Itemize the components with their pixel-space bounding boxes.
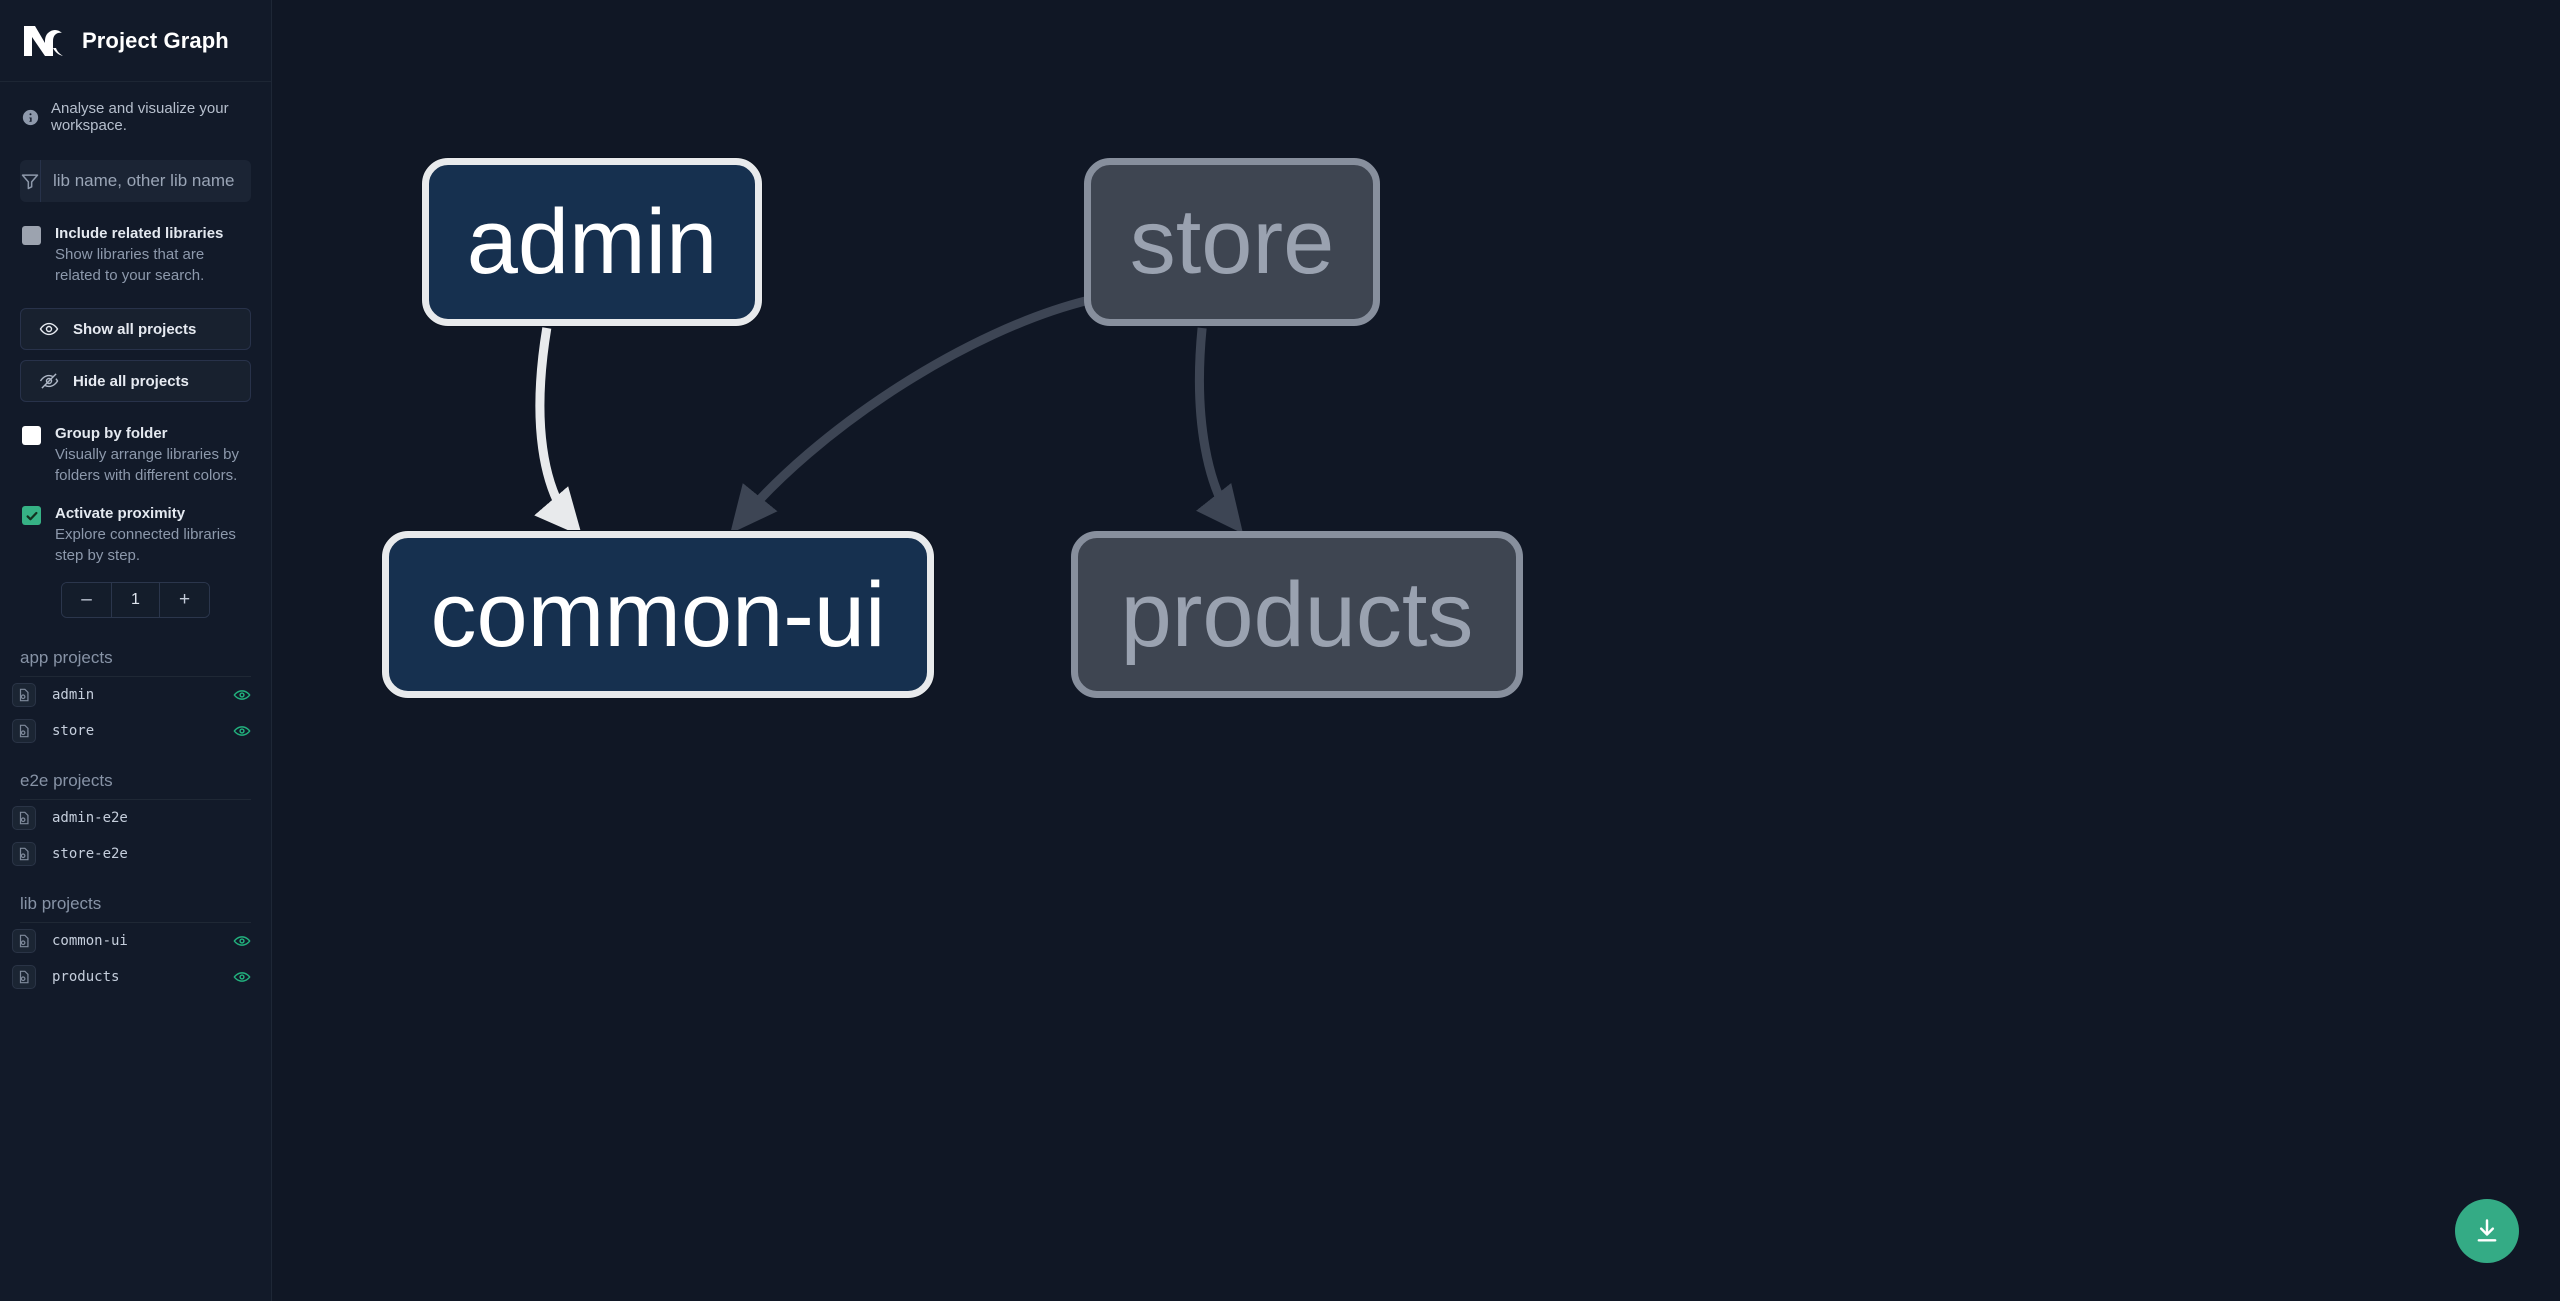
proximity-decrement-button[interactable]: – — [62, 583, 111, 617]
option-description: Visually arrange libraries by folders wi… — [55, 446, 239, 484]
option-group-by-folder[interactable]: Group by folder Visually arrange librari… — [0, 402, 271, 486]
project-visibility-eye-icon[interactable] — [233, 686, 251, 704]
graph-node-products[interactable]: products — [1071, 531, 1523, 698]
project-name: admin-e2e — [52, 810, 128, 826]
group-by-folder-checkbox[interactable] — [22, 426, 41, 445]
button-label: Show all projects — [73, 320, 197, 338]
project-row-common-ui[interactable]: common-ui — [0, 923, 271, 959]
proximity-increment-button[interactable]: + — [160, 583, 209, 617]
project-visibility-eye-icon[interactable] — [233, 932, 251, 950]
nx-logo-icon — [22, 22, 68, 60]
hide-all-projects-button[interactable]: Hide all projects — [20, 360, 251, 402]
option-label: Group by folder — [55, 425, 168, 442]
group-divider — [20, 676, 251, 677]
sidebar: Project Graph Analyse and visualize your… — [0, 0, 272, 1301]
graph-node-admin[interactable]: admin — [422, 158, 762, 326]
graph-node-label: store — [1129, 191, 1335, 293]
edge-store-to-common-ui — [730, 295, 1091, 534]
tagline: Analyse and visualize your workspace. — [0, 82, 271, 148]
project-file-icon — [12, 965, 36, 989]
graph-node-label: products — [1120, 563, 1474, 666]
project-name: admin — [52, 687, 95, 703]
project-name: store-e2e — [52, 846, 128, 862]
edge-store-to-products — [1194, 327, 1244, 534]
activate-proximity-checkbox[interactable] — [22, 506, 41, 525]
show-all-projects-button[interactable]: Show all projects — [20, 308, 251, 350]
option-description: Show libraries that are related to your … — [55, 246, 205, 284]
project-group-app-projects: app projects admin store — [0, 648, 271, 749]
project-name: store — [52, 723, 95, 739]
download-icon — [2477, 1219, 2497, 1242]
project-name: common-ui — [52, 933, 128, 949]
project-file-icon — [12, 842, 36, 866]
project-row-admin-e2e[interactable]: admin-e2e — [0, 800, 271, 836]
visibility-buttons: Show all projects Hide all projects — [0, 286, 271, 402]
eye-icon — [39, 319, 59, 339]
project-group-e2e-projects: e2e projects admin-e2e store-e2e — [0, 771, 271, 872]
eye-off-icon — [39, 371, 59, 391]
group-title: e2e projects — [20, 771, 113, 790]
project-row-admin[interactable]: admin — [0, 677, 271, 713]
project-group-lib-projects: lib projects common-ui products — [0, 894, 271, 995]
graph-edges — [534, 295, 1244, 537]
project-file-icon — [12, 683, 36, 707]
option-description: Explore connected libraries step by step… — [55, 526, 236, 564]
filter-icon — [20, 160, 41, 202]
group-title: lib projects — [20, 894, 102, 913]
search-field[interactable] — [20, 160, 251, 202]
include-related-libraries-checkbox[interactable] — [22, 226, 41, 245]
sidebar-header: Project Graph — [0, 0, 271, 82]
graph-node-label: admin — [466, 191, 718, 293]
project-row-store-e2e[interactable]: store-e2e — [0, 836, 271, 872]
project-file-icon — [12, 806, 36, 830]
project-row-products[interactable]: products — [0, 959, 271, 995]
project-row-store[interactable]: store — [0, 713, 271, 749]
search-input[interactable] — [41, 160, 251, 202]
option-activate-proximity[interactable]: Activate proximity Explore connected lib… — [0, 486, 271, 566]
button-label: Hide all projects — [73, 372, 189, 390]
graph-node-store[interactable]: store — [1084, 158, 1380, 326]
option-include-related-libraries[interactable]: Include related libraries Show libraries… — [0, 202, 271, 286]
edge-admin-to-common-ui — [534, 327, 583, 537]
project-name: products — [52, 969, 120, 985]
project-file-icon — [12, 719, 36, 743]
option-label: Include related libraries — [55, 225, 224, 242]
project-visibility-eye-icon[interactable] — [233, 968, 251, 986]
option-label: Activate proximity — [55, 505, 186, 522]
group-divider — [20, 799, 251, 800]
tagline-text: Analyse and visualize your workspace. — [51, 100, 229, 134]
app-title: Project Graph — [82, 27, 229, 53]
group-divider — [20, 922, 251, 923]
group-title: app projects — [20, 648, 113, 667]
download-graph-button[interactable] — [2455, 1199, 2519, 1263]
graph-node-common-ui[interactable]: common-ui — [382, 531, 934, 698]
project-file-icon — [12, 929, 36, 953]
graph-node-label: common-ui — [430, 563, 886, 666]
project-visibility-eye-icon[interactable] — [233, 722, 251, 740]
info-icon — [22, 109, 39, 126]
graph-canvas[interactable]: admin store common-ui products — [272, 0, 2560, 1301]
proximity-stepper: – 1 + — [0, 582, 271, 618]
proximity-value: 1 — [111, 583, 160, 617]
